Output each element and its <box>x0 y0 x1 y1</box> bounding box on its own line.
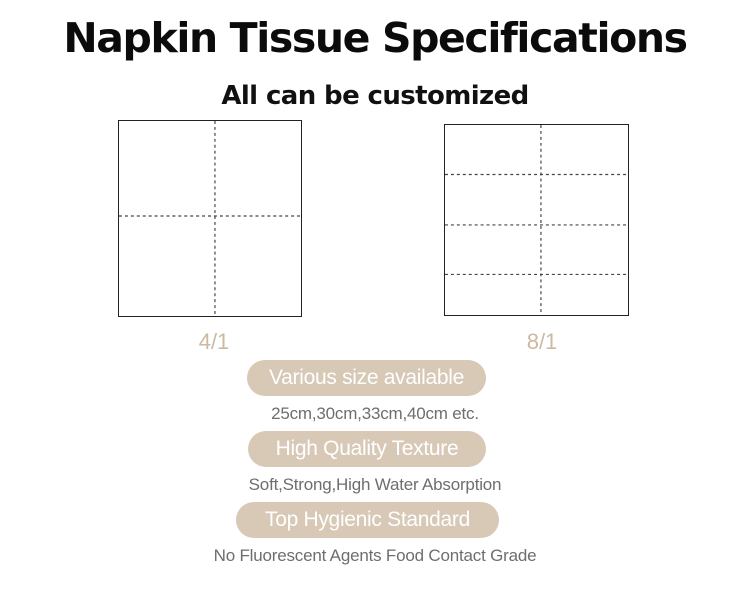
page-title: Napkin Tissue Specifications <box>63 14 688 62</box>
feature-badge-hygiene: Top Hygienic Standard <box>236 502 499 538</box>
fold-lines-8-1 <box>445 125 628 315</box>
feature-detail-hygiene: No Fluorescent Agents Food Contact Grade <box>213 546 537 565</box>
fold-diagram-8-1 <box>444 124 629 316</box>
page-subtitle: All can be customized <box>221 81 529 111</box>
fold-label-8-1: 8/1 <box>526 329 558 354</box>
fold-label-4-1: 4/1 <box>198 329 230 354</box>
feature-badge-sizes: Various size available <box>247 360 486 396</box>
feature-detail-sizes: 25cm,30cm,33cm,40cm etc. <box>271 404 479 423</box>
feature-detail-texture: Soft,Strong,High Water Absorption <box>248 475 502 494</box>
fold-lines-4-1 <box>119 121 301 316</box>
feature-badge-texture: High Quality Texture <box>248 431 486 467</box>
fold-diagram-4-1 <box>118 120 302 317</box>
